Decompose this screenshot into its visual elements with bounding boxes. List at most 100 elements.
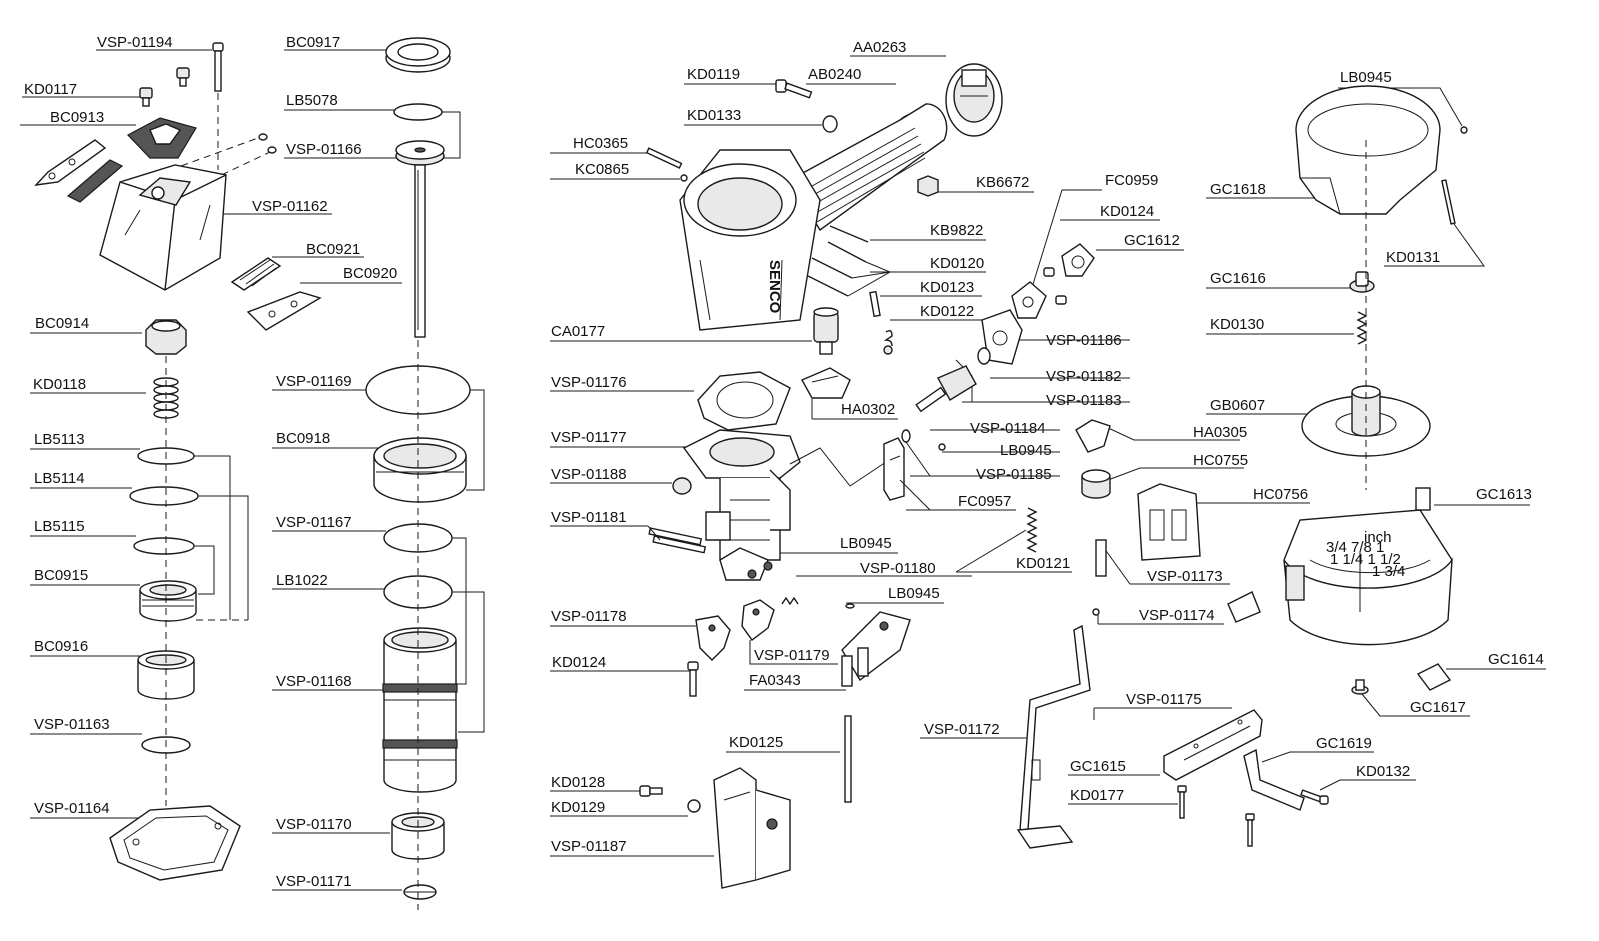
part-vsp-01186-gasket xyxy=(981,309,1023,365)
part-hc0755-knob xyxy=(1081,469,1111,499)
part-lb0945-ring xyxy=(938,443,946,451)
part-gc1615-guide xyxy=(1163,709,1263,781)
part-gc1617-screw xyxy=(1351,679,1369,695)
label-lb1022: LB1022 xyxy=(276,572,328,589)
part-clip-left xyxy=(34,139,107,186)
label-lb0945-low: LB0945 xyxy=(840,535,892,552)
label-kb9822: KB9822 xyxy=(930,222,983,239)
part-linkage xyxy=(719,547,773,581)
leader-line xyxy=(1384,223,1485,267)
label-vsp-01171: VSP-01171 xyxy=(276,873,352,890)
label-ha0302: HA0302 xyxy=(841,401,895,418)
part-kb9822-pin xyxy=(829,225,869,243)
label-vsp-01167: VSP-01167 xyxy=(276,514,352,531)
part-hc0365-pin xyxy=(645,147,683,169)
label-hc0756: HC0756 xyxy=(1253,486,1308,503)
label-vsp-01194: VSP-01194 xyxy=(97,34,173,51)
label-lb5114: LB5114 xyxy=(34,470,85,487)
part-kd0132-screw xyxy=(1300,789,1329,805)
part-vsp-01179-lever xyxy=(741,599,775,641)
part-vsp-01177-frame xyxy=(682,429,801,561)
part-kd0130-spring xyxy=(1356,311,1368,345)
part-pins xyxy=(258,133,277,154)
part-kd0123-pin xyxy=(869,290,881,318)
assembly-axis xyxy=(789,447,887,487)
part-gc1614-latch xyxy=(1416,663,1452,691)
part-gate-latch xyxy=(1227,591,1261,623)
label-gc1613: GC1613 xyxy=(1476,486,1532,503)
label-gc1615: GC1615 xyxy=(1070,758,1126,775)
marking-inch: inch xyxy=(1364,529,1392,546)
part-fc0957-trigger-valve xyxy=(883,437,905,501)
part-vsp-01176-gasket xyxy=(697,371,791,431)
label-bc0921: BC0921 xyxy=(306,241,360,258)
label-kd0123: KD0123 xyxy=(920,279,974,296)
label-kc0865: KC0865 xyxy=(575,161,629,178)
part-screw-bottom xyxy=(1245,813,1255,847)
label-ab0240: AB0240 xyxy=(808,66,861,83)
label-gc1614: GC1614 xyxy=(1488,651,1544,668)
label-vsp-01184: VSP-01184 xyxy=(970,420,1046,437)
part-kd0177-screw xyxy=(1177,785,1187,819)
label-kd0121: KD0121 xyxy=(1016,555,1070,572)
part-gb0607-platform xyxy=(1301,385,1431,457)
label-lb5078: LB5078 xyxy=(286,92,338,109)
part-main-housing: SENCO xyxy=(679,149,821,331)
part-kd0131-pin xyxy=(1441,179,1456,225)
label-bc0917: BC0917 xyxy=(286,34,340,51)
label-kd0122: KD0122 xyxy=(920,303,974,320)
magazine-group: LB0945 GC1618 KD0131 GC1616 KD0130 GB060… xyxy=(1206,69,1546,847)
label-vsp-01172: VSP-01172 xyxy=(924,721,1000,738)
label-gc1619: GC1619 xyxy=(1316,735,1372,752)
part-kd0121-spring xyxy=(1026,507,1038,553)
label-kd0131: KD0131 xyxy=(1386,249,1440,266)
label-kd0128: KD0128 xyxy=(551,774,605,791)
part-kd0122-spring xyxy=(883,329,893,355)
leader-bracket xyxy=(198,495,249,620)
part-gc1616-knob xyxy=(1349,271,1375,293)
part-vsp-01168-cylinder xyxy=(382,627,458,793)
part-vsp-01172-contact-arm xyxy=(1016,624,1091,849)
part-gc1613-canister: inch 3/4 7/8 1 1 1/4 1 1/2 1 3/4 xyxy=(1283,487,1453,646)
label-fc0957: FC0957 xyxy=(958,493,1011,510)
label-vsp-01179: VSP-01179 xyxy=(754,647,830,664)
leader-line xyxy=(1029,189,1102,295)
label-vsp-01177: VSP-01177 xyxy=(551,429,627,446)
label-vsp-01188: VSP-01188 xyxy=(551,466,627,483)
part-lb0945-ring xyxy=(845,603,855,609)
leader-line xyxy=(847,271,891,297)
label-gb0607: GB0607 xyxy=(1210,397,1265,414)
leader-bracket xyxy=(194,455,231,620)
part-vsp-01174-ring xyxy=(1092,608,1100,616)
part-kd0128-screw xyxy=(639,785,663,797)
label-kd0124-low: KD0124 xyxy=(552,654,606,671)
leader-line xyxy=(1319,779,1416,791)
part-vsp-01180-spring xyxy=(781,596,799,606)
part-lb5078-oring xyxy=(393,103,443,121)
leader-line xyxy=(865,261,891,273)
part-vsp-01166-piston-driver xyxy=(395,140,445,338)
part-kd0120-pins xyxy=(807,241,867,297)
part-kd0133-washer xyxy=(822,115,838,133)
label-vsp-01181: VSP-01181 xyxy=(551,509,627,526)
part-kd0125-pin xyxy=(844,715,852,803)
leader-line xyxy=(1361,693,1470,717)
label-bc0914: BC0914 xyxy=(35,315,89,332)
part-bc0917-seal xyxy=(385,37,451,73)
label-bc0916: BC0916 xyxy=(34,638,88,655)
label-kd0117: KD0117 xyxy=(24,81,77,98)
part-vsp-01187-nose xyxy=(713,767,791,889)
label-vsp-01176: VSP-01176 xyxy=(551,374,627,391)
label-kd0119: KD0119 xyxy=(687,66,740,83)
label-bc0920: BC0920 xyxy=(343,265,397,282)
label-bc0913: BC0913 xyxy=(50,109,104,126)
label-kd0118: KD0118 xyxy=(33,376,86,393)
part-kd0124-screw xyxy=(687,661,699,697)
leader-bracket xyxy=(452,537,467,685)
label-vsp-01187: VSP-01187 xyxy=(551,838,627,855)
label-vsp-01163: VSP-01163 xyxy=(34,716,110,733)
label-kd0124-top: KD0124 xyxy=(1100,203,1154,220)
label-lb0945-top: LB0945 xyxy=(1340,69,1392,86)
leader-line xyxy=(955,529,1027,573)
part-clip-right xyxy=(66,159,124,203)
